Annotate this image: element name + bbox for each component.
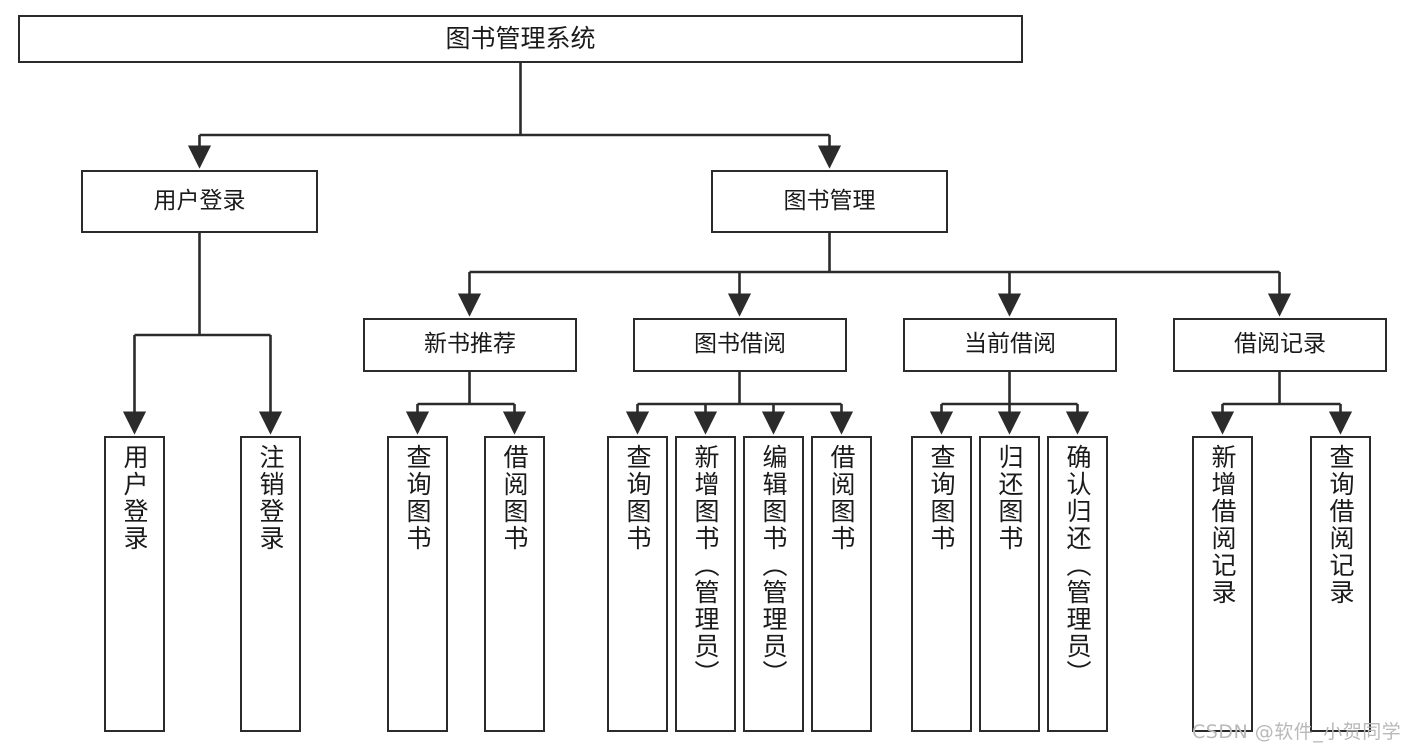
node-leaf-add-borrow-record-label: 新增借阅记录: [1208, 444, 1237, 606]
node-leaf-add-book-admin[interactable]: 新增图书（管理员）: [675, 436, 736, 732]
node-leaf-query-borrow-record[interactable]: 查询借阅记录: [1310, 436, 1371, 732]
node-leaf-borrow-book-2[interactable]: 借阅图书: [811, 436, 872, 732]
node-leaf-borrow-book-1-label: 借阅图书: [500, 444, 529, 552]
node-leaf-query-book-2-label: 查询图书: [623, 444, 652, 552]
node-leaf-add-book-admin-label: 新增图书（管理员）: [691, 444, 720, 687]
node-borrow-record-label: 借阅记录: [1234, 331, 1326, 358]
node-leaf-edit-book-admin[interactable]: 编辑图书（管理员）: [743, 436, 804, 732]
node-leaf-query-book-2[interactable]: 查询图书: [607, 436, 668, 732]
node-leaf-query-book-1-label: 查询图书: [403, 444, 432, 552]
node-new-book-recommend-label: 新书推荐: [424, 331, 516, 358]
node-current-borrow-label: 当前借阅: [964, 331, 1056, 358]
node-root-system-label: 图书管理系统: [445, 24, 596, 54]
node-leaf-return-book-label: 归还图书: [995, 444, 1024, 552]
node-leaf-confirm-return-admin[interactable]: 确认归还（管理员）: [1047, 436, 1108, 732]
node-leaf-confirm-return-admin-label: 确认归还（管理员）: [1063, 444, 1092, 687]
node-root-system[interactable]: 图书管理系统: [18, 15, 1023, 63]
node-leaf-borrow-book-1[interactable]: 借阅图书: [484, 436, 545, 732]
node-leaf-return-book[interactable]: 归还图书: [979, 436, 1040, 732]
node-leaf-add-borrow-record[interactable]: 新增借阅记录: [1192, 436, 1253, 732]
node-leaf-user-login[interactable]: 用户登录: [104, 436, 165, 732]
node-leaf-query-book-1[interactable]: 查询图书: [387, 436, 448, 732]
node-leaf-query-book-3[interactable]: 查询图书: [911, 436, 972, 732]
node-borrow-record[interactable]: 借阅记录: [1173, 318, 1387, 372]
node-book-management-label: 图书管理: [783, 187, 876, 214]
node-leaf-logout-label: 注销登录: [256, 444, 285, 552]
node-leaf-query-book-3-label: 查询图书: [927, 444, 956, 552]
node-book-management[interactable]: 图书管理: [711, 170, 948, 233]
node-leaf-user-login-label: 用户登录: [120, 444, 149, 552]
node-new-book-recommend[interactable]: 新书推荐: [363, 318, 577, 372]
node-book-borrow-label: 图书借阅: [694, 331, 786, 358]
node-user-login[interactable]: 用户登录: [81, 170, 318, 233]
node-book-borrow[interactable]: 图书借阅: [633, 318, 847, 372]
node-leaf-logout[interactable]: 注销登录: [240, 436, 301, 732]
node-leaf-edit-book-admin-label: 编辑图书（管理员）: [759, 444, 788, 687]
csdn-watermark: CSDN @软件_小贺同学: [1192, 721, 1402, 743]
node-leaf-query-borrow-record-label: 查询借阅记录: [1326, 444, 1355, 606]
node-user-login-label: 用户登录: [153, 187, 246, 214]
node-current-borrow[interactable]: 当前借阅: [903, 318, 1117, 372]
node-leaf-borrow-book-2-label: 借阅图书: [827, 444, 856, 552]
